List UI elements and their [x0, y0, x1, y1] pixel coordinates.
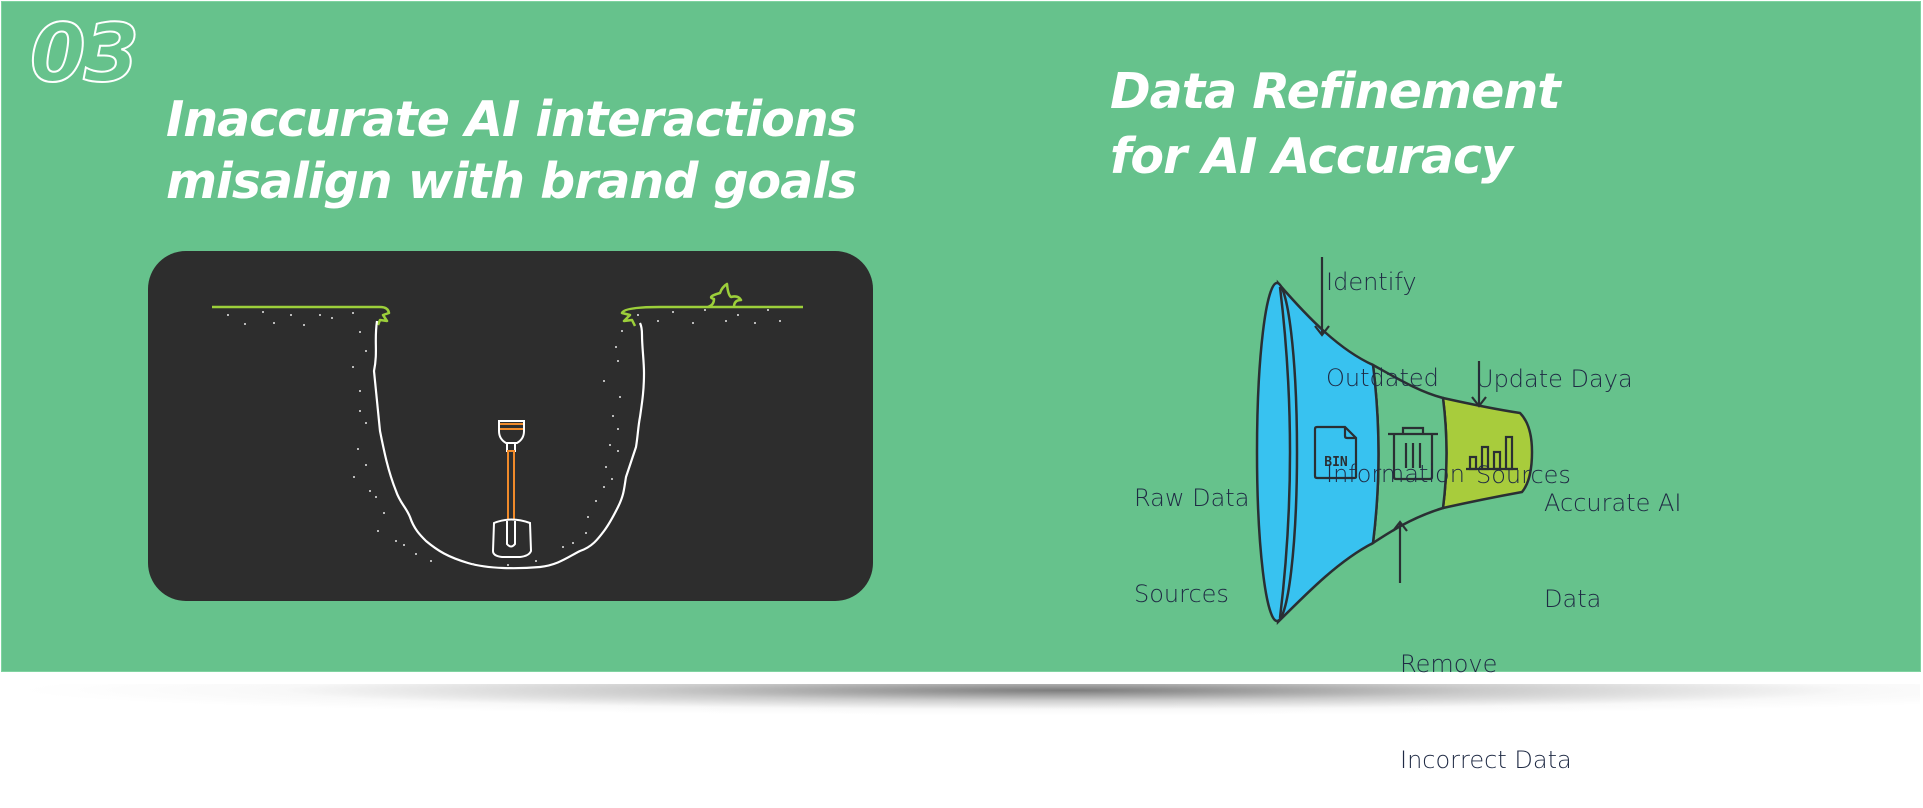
dirt-speck: [353, 476, 355, 478]
trash-icon: [1388, 426, 1438, 481]
dirt-speck: [737, 314, 739, 316]
step-label-identify: Identify Outdated Information: [1326, 202, 1465, 522]
dirt-specks: [227, 309, 781, 566]
input-label-line: Raw Data: [1134, 484, 1250, 512]
solution-title-line2: for AI Accuracy: [1110, 128, 1513, 185]
step-label-line: Information: [1326, 460, 1465, 488]
output-label-line: Data: [1544, 585, 1602, 613]
dirt-speck: [375, 496, 377, 498]
problem-title-line1: Inaccurate AI interactions: [166, 91, 857, 148]
ground-left: [212, 305, 391, 326]
solution-title-line1: Data Refinement: [1110, 63, 1561, 120]
dirt-speck: [227, 314, 229, 316]
dirt-speck: [383, 512, 385, 514]
dirt-speck: [779, 320, 781, 322]
dirt-speck: [692, 322, 694, 324]
step-label-update: Update Daya Sources: [1476, 299, 1633, 523]
dirt-speck: [619, 396, 621, 398]
pit-illustration: [212, 282, 803, 570]
solution-title: Data Refinement for AI Accuracy: [1110, 59, 1561, 189]
dirt-speck: [430, 560, 432, 562]
dirt-speck: [754, 322, 756, 324]
dirt-speck: [415, 553, 417, 555]
step-label-line: Identify: [1326, 268, 1417, 296]
dirt-speck: [611, 478, 613, 480]
problem-title-line2: misalign with brand goals: [166, 153, 857, 210]
input-label: Raw Data Sources: [1134, 418, 1249, 642]
dirt-speck: [365, 464, 367, 466]
step-label-line: Sources: [1476, 461, 1571, 489]
dirt-speck: [617, 360, 619, 362]
dirt-speck: [273, 322, 275, 324]
pit-illustration-card: [148, 251, 873, 601]
dirt-speck: [262, 311, 264, 313]
dirt-speck: [359, 410, 361, 412]
dirt-speck: [507, 564, 509, 566]
dirt-speck: [585, 532, 587, 534]
section-number: 03: [29, 7, 140, 100]
dirt-speck: [352, 366, 354, 368]
dirt-speck: [637, 314, 639, 316]
dirt-speck: [595, 500, 597, 502]
dirt-speck: [331, 317, 333, 319]
funnel-stage-input: [1276, 279, 1380, 626]
dirt-speck: [377, 530, 379, 532]
dirt-speck: [657, 320, 659, 322]
dirt-speck: [352, 312, 354, 314]
step-label-line: Outdated: [1326, 364, 1439, 392]
step-label-line: Incorrect Data: [1400, 746, 1572, 774]
dirt-speck: [403, 544, 405, 546]
dirt-speck: [244, 323, 246, 325]
dirt-speck: [369, 490, 371, 492]
dirt-speck: [725, 320, 727, 322]
dirt-speck: [290, 314, 292, 316]
dirt-speck: [615, 346, 617, 348]
dirt-speck: [603, 486, 605, 488]
dirt-speck: [612, 415, 614, 417]
dirt-speck: [605, 466, 607, 468]
bin-file-label: BIN: [1324, 455, 1348, 470]
dirt-speck: [319, 314, 321, 316]
dirt-speck: [535, 560, 537, 562]
dirt-speck: [572, 542, 574, 544]
refinement-funnel: BIN: [1255, 257, 1534, 626]
arrow-remove-incorrect: [1392, 520, 1408, 583]
ground-right: [620, 282, 803, 327]
output-label-line: Accurate AI: [1544, 489, 1682, 517]
dirt-speck: [472, 563, 474, 565]
arrow-identify-outdated: [1314, 257, 1330, 337]
dirt-speck: [617, 450, 619, 452]
bin-file-icon: BIN: [1313, 425, 1358, 480]
dirt-speck: [672, 311, 674, 313]
shovel-icon: [491, 420, 533, 558]
dirt-speck: [359, 390, 361, 392]
dirt-speck: [617, 428, 619, 430]
dirt-speck: [562, 546, 564, 548]
dirt-speck: [359, 331, 361, 333]
bar-chart-icon: [1466, 435, 1518, 471]
output-label: Accurate AI Data: [1544, 423, 1681, 647]
problem-title: Inaccurate AI interactions misalign with…: [166, 89, 857, 213]
input-label-line: Sources: [1134, 580, 1229, 608]
dirt-speck: [365, 350, 367, 352]
dirt-speck: [365, 422, 367, 424]
dirt-speck: [603, 380, 605, 382]
dirt-speck: [357, 448, 359, 450]
dirt-speck: [621, 330, 623, 332]
dirt-speck: [303, 324, 305, 326]
arrow-update-sources: [1471, 361, 1487, 408]
dirt-speck: [587, 516, 589, 518]
step-label-line: Update Daya: [1476, 365, 1633, 393]
pit-outline: [372, 320, 646, 570]
dirt-speck: [767, 309, 769, 311]
grass-tuft-icon: [707, 282, 743, 309]
dirt-speck: [395, 540, 397, 542]
panel-shadow: [20, 684, 1920, 726]
dirt-speck: [609, 444, 611, 446]
step-label-line: Remove: [1400, 650, 1498, 678]
dirt-speck: [704, 309, 706, 311]
